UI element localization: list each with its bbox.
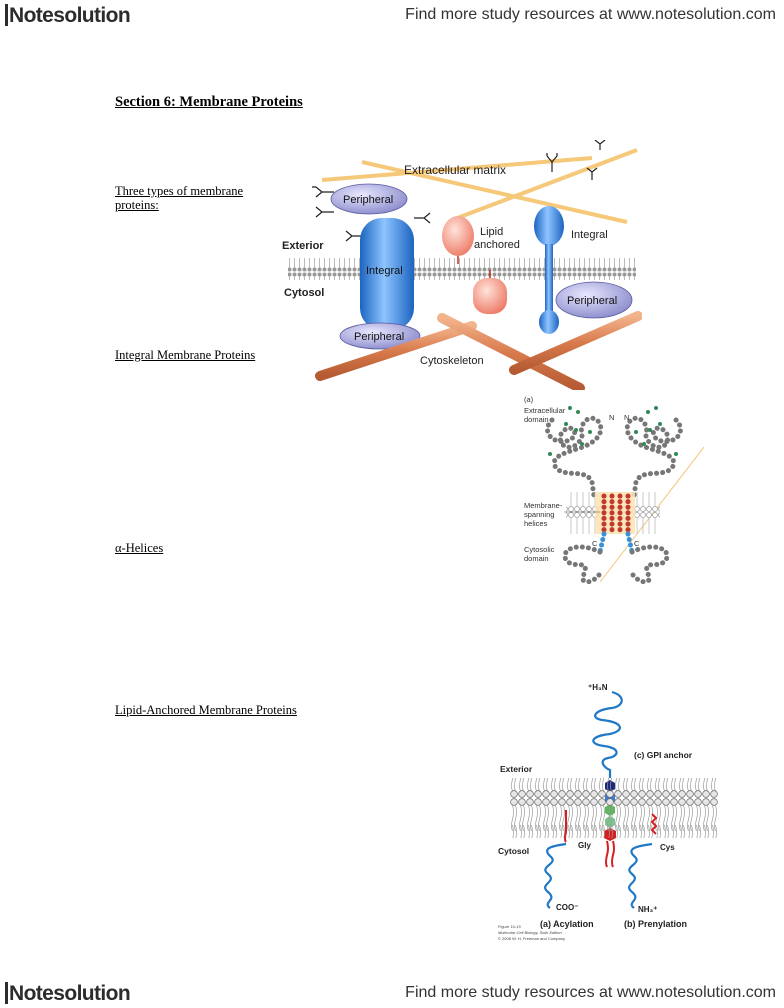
label-integral-proteins: Integral Membrane Proteins	[115, 348, 256, 362]
cytosolic-beads	[562, 544, 670, 585]
extracellular-matrix-fibers	[321, 148, 638, 224]
gly-label: Gly	[578, 841, 591, 850]
n-terminus-label-1: N	[609, 413, 614, 422]
exterior-label-fig3: Exterior	[500, 764, 533, 774]
extracellular-beads	[545, 415, 683, 499]
extracellular-matrix-label: Extracellular matrix	[404, 163, 506, 177]
membrane-spanning-helices	[601, 493, 631, 535]
footer-brand: Notesolution	[9, 982, 131, 1005]
lipid-anchored-protein-inner	[473, 278, 507, 314]
integral-protein-large	[360, 218, 414, 330]
acylation-protein-chain	[544, 842, 567, 909]
footer-tagline: Find more study resources at www.notesol…	[405, 984, 776, 1001]
peripheral-protein-top	[330, 183, 408, 215]
prenylation-protein-chain	[628, 842, 653, 909]
single-pass-integral-bottom	[539, 310, 559, 334]
cytosolic-helix-beads	[597, 531, 635, 555]
prenylation-label: (b) Prenylation	[624, 919, 687, 929]
peripheral-label-2: Peripheral	[354, 331, 404, 343]
header-tagline: Find more study resources at www.notesol…	[405, 6, 776, 23]
membrane-spanning-label-2: spanning	[524, 510, 554, 519]
logo-mark-icon	[5, 4, 8, 26]
label-three-types-line1: Three types of membrane	[115, 184, 244, 198]
cytoskeleton-label: Cytoskeleton	[420, 355, 484, 367]
integral-label-2: Integral	[571, 229, 608, 241]
acylation-label: (a) Acylation	[540, 919, 594, 929]
peripheral-protein-right	[555, 281, 633, 319]
label-three-types: Three types of membrane proteins:	[115, 184, 243, 212]
h3n-terminus-label: ⁺H₃N	[588, 683, 608, 692]
membrane-spanning-label-3: helices	[524, 519, 548, 528]
peripheral-label-1: Peripheral	[343, 194, 393, 206]
cytosol-label-fig3: Cytosol	[498, 846, 529, 856]
integral-label-1: Integral	[366, 265, 403, 277]
n-terminus-label-2: N	[624, 413, 629, 422]
glycosylation-dots	[548, 406, 678, 456]
section-title: Section 6: Membrane Proteins	[115, 94, 303, 110]
peripheral-label-3: Peripheral	[567, 295, 617, 307]
carbohydrate-chain-icons	[312, 140, 606, 242]
lipid-anchored-proteins-figure: ⁺H₃N (c) GPI anchor Exterior Cytosol Gly…	[498, 683, 718, 941]
label-alpha-helices: α-Helices	[115, 541, 164, 555]
membrane-proteins-figure: Extracellular matrix Exterior Cytosol In…	[282, 140, 642, 390]
figure-credit-3: © 2008 W. H. Freeman and Company	[498, 936, 565, 941]
cytosolic-domain-label-1: Cytosolic	[524, 545, 555, 554]
gpi-anchor-label: (c) GPI anchor	[634, 750, 693, 760]
lipid-bilayer	[288, 258, 636, 280]
lipid-anchored-protein-outer	[442, 216, 474, 256]
cys-label: Cys	[660, 843, 675, 852]
single-pass-integral-top	[534, 206, 564, 246]
label-three-types-line2: proteins:	[115, 198, 159, 212]
alpha-helix-protein-figure: (a) Extracellular domain N N Membrane- s…	[524, 395, 704, 585]
figure-credit-2: Molecular Cell Biology, Sixth Edition	[498, 930, 563, 935]
c-terminus-label-1: C	[592, 539, 598, 548]
footer-logo-mark-icon	[5, 982, 8, 1004]
peripheral-protein-bottom	[339, 322, 421, 350]
nh3-label: NH₃⁺	[638, 905, 657, 914]
cytoskeleton-filaments	[315, 311, 642, 390]
cytosol-label: Cytosol	[284, 287, 324, 299]
coo-label: COO⁻	[556, 903, 578, 912]
label-lipid-anchored-proteins: Lipid-Anchored Membrane Proteins	[115, 703, 297, 717]
notesolution-logo: Notesolution	[5, 4, 131, 28]
cytosolic-domain-label-2: domain	[524, 554, 549, 563]
extracellular-domain-label-1: Extracellular	[524, 406, 566, 415]
header-brand: Notesolution	[9, 4, 131, 27]
extracellular-domain-label-2: domain	[524, 415, 549, 424]
figure-credit-1: Figure 10-19	[498, 924, 521, 929]
c-terminus-label-2: C	[634, 539, 640, 548]
lipid-bilayer-fig3	[510, 778, 718, 838]
footer-notesolution-logo: Notesolution	[5, 982, 131, 1006]
membrane-spanning-label-1: Membrane-	[524, 501, 563, 510]
lipid-anchored-label-line2: anchored	[474, 239, 520, 251]
panel-a-label: (a)	[524, 395, 534, 404]
exterior-label: Exterior	[282, 240, 324, 252]
lipid-anchored-label-line1: Lipid	[480, 226, 503, 238]
lipid-anchor-tails	[564, 810, 658, 868]
gpi-protein-chain	[592, 690, 623, 778]
